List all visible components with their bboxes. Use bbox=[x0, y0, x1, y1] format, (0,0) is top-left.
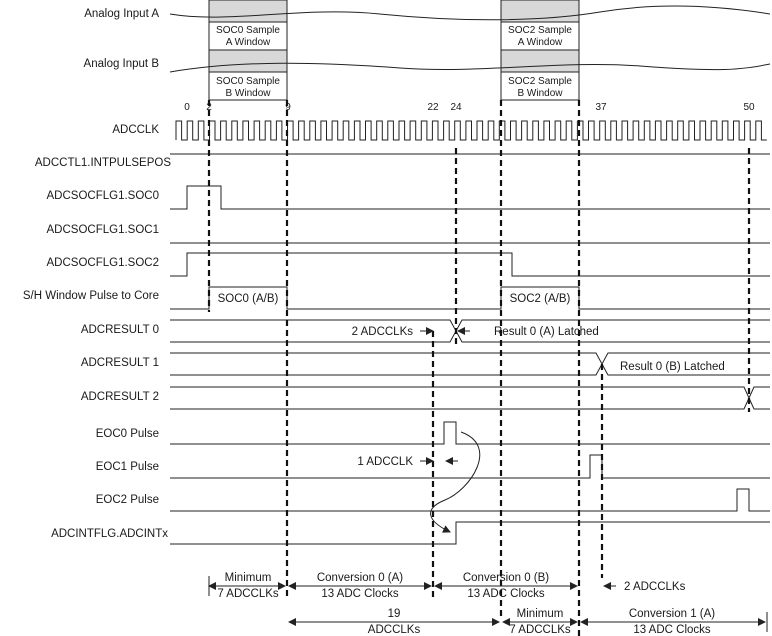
soc0-a-window-shade bbox=[208, 0, 288, 23]
label-analog-input-b: Analog Input B bbox=[84, 58, 160, 70]
row1-conv0b-line1: Conversion 0 (B) bbox=[463, 572, 549, 584]
label-intpulsepos: ADCCTL1.INTPULSEPOS bbox=[35, 157, 171, 169]
soc2-b-window-shade bbox=[500, 49, 580, 73]
row1-min-line1: Minimum bbox=[225, 572, 272, 584]
row2-conv1a-line1: Conversion 1 (A) bbox=[629, 608, 715, 620]
soc0-a-window-box bbox=[208, 21, 288, 51]
soc2-b-window-box bbox=[500, 71, 580, 101]
analog-input-a-wave bbox=[169, 5, 771, 21]
label-sh-window-pulse: S/H Window Pulse to Core bbox=[23, 290, 159, 302]
row2-min-line1: Minimum bbox=[517, 608, 564, 620]
annot-result0b-latched: Result 0 (B) Latched bbox=[620, 361, 725, 373]
tick-9: 9 bbox=[285, 102, 291, 113]
time-markers bbox=[207, 100, 751, 636]
label-adcclk: ADCCLK bbox=[112, 124, 159, 136]
label-socflg-soc0: ADCSOCFLG1.SOC0 bbox=[47, 190, 159, 202]
row2-19-line2: ADCCLKs bbox=[368, 624, 421, 636]
soc2-a-window-line2: A Window bbox=[518, 37, 563, 48]
eoc0-to-intflg-curve bbox=[430, 431, 481, 533]
tick-22: 22 bbox=[427, 102, 439, 113]
adcresult-2-bus bbox=[170, 386, 770, 410]
soc2-b-window-line2: B Window bbox=[517, 88, 563, 99]
annot-2adcclks: 2 ADCCLKs bbox=[352, 326, 414, 338]
soc0-b-window-line2: B Window bbox=[225, 88, 271, 99]
soc0-b-window-line1: SOC0 Sample bbox=[216, 76, 280, 87]
row1-conv0a-line2: 13 ADC Clocks bbox=[321, 588, 399, 600]
soc2-ab-pulse-label: SOC2 (A/B) bbox=[510, 293, 571, 305]
label-eoc0-pulse: EOC0 Pulse bbox=[96, 428, 159, 440]
sample-windows: SOC0 Sample A Window SOC0 Sample B Windo… bbox=[208, 0, 580, 101]
row1-conv0a-line1: Conversion 0 (A) bbox=[317, 572, 403, 584]
label-analog-input-a: Analog Input A bbox=[84, 8, 159, 20]
row1-min-line2: 7 ADCCLKs bbox=[217, 588, 279, 600]
tick-24: 24 bbox=[450, 102, 462, 113]
soc0-b-window-shade bbox=[208, 49, 288, 73]
label-eoc1-pulse: EOC1 Pulse bbox=[96, 461, 159, 473]
socflg-soc0-wave bbox=[170, 185, 770, 210]
tick-2: 2 bbox=[206, 102, 212, 113]
soc0-a-window-line2: A Window bbox=[226, 37, 271, 48]
eoc2-pulse-wave bbox=[170, 488, 770, 512]
label-adcintflg: ADCINTFLG.ADCINTx bbox=[51, 528, 168, 540]
measure-row-1: Minimum 7 ADCCLKs Conversion 0 (A) 13 AD… bbox=[208, 572, 686, 600]
adcintflg-wave bbox=[170, 521, 770, 545]
soc2-b-window-line1: SOC2 Sample bbox=[508, 76, 572, 87]
sh-window-pulse-wave bbox=[170, 286, 770, 310]
tick-0: 0 bbox=[184, 102, 190, 113]
soc2-a-window-box bbox=[500, 21, 580, 51]
adcclk-wave bbox=[175, 120, 767, 141]
tick-37: 37 bbox=[595, 102, 607, 113]
row2-19-line1: 19 bbox=[388, 608, 401, 620]
measure-row-2: 19 ADCCLKs Minimum 7 ADCCLKs Conversion … bbox=[288, 608, 768, 636]
annot-1adcclk: 1 ADCCLK bbox=[357, 456, 413, 468]
label-adcresult-0: ADCRESULT 0 bbox=[81, 324, 159, 336]
clock-tick-numbers: 0 2 9 22 24 37 50 bbox=[184, 102, 755, 113]
label-adcresult-2: ADCRESULT 2 bbox=[81, 391, 159, 403]
label-socflg-soc2: ADCSOCFLG1.SOC2 bbox=[47, 257, 159, 269]
label-socflg-soc1: ADCSOCFLG1.SOC1 bbox=[47, 224, 159, 236]
soc0-b-window-box bbox=[208, 71, 288, 101]
eoc1-pulse-wave bbox=[170, 454, 770, 479]
label-adcresult-1: ADCRESULT 1 bbox=[81, 357, 159, 369]
eoc0-pulse-wave bbox=[170, 421, 770, 445]
label-eoc2-pulse: EOC2 Pulse bbox=[96, 494, 159, 506]
tick-50: 50 bbox=[743, 102, 755, 113]
annot-result0a-latched: Result 0 (A) Latched bbox=[494, 326, 599, 338]
row1-conv0b-line2: 13 ADC Clocks bbox=[467, 588, 545, 600]
row2-min-line2: 7 ADCCLKs bbox=[509, 624, 571, 636]
soc0-a-window-line1: SOC0 Sample bbox=[216, 25, 280, 36]
analog-input-b-wave bbox=[169, 62, 771, 73]
socflg-soc2-wave bbox=[170, 252, 770, 277]
soc0-ab-pulse-label: SOC0 (A/B) bbox=[218, 293, 279, 305]
row2-conv1a-line2: 13 ADC Clocks bbox=[633, 624, 711, 636]
row1-2adcclks: 2 ADCCLKs bbox=[624, 581, 686, 593]
signal-labels: Analog Input A Analog Input B ADCCLK ADC… bbox=[23, 8, 171, 540]
soc2-a-window-line1: SOC2 Sample bbox=[508, 25, 572, 36]
